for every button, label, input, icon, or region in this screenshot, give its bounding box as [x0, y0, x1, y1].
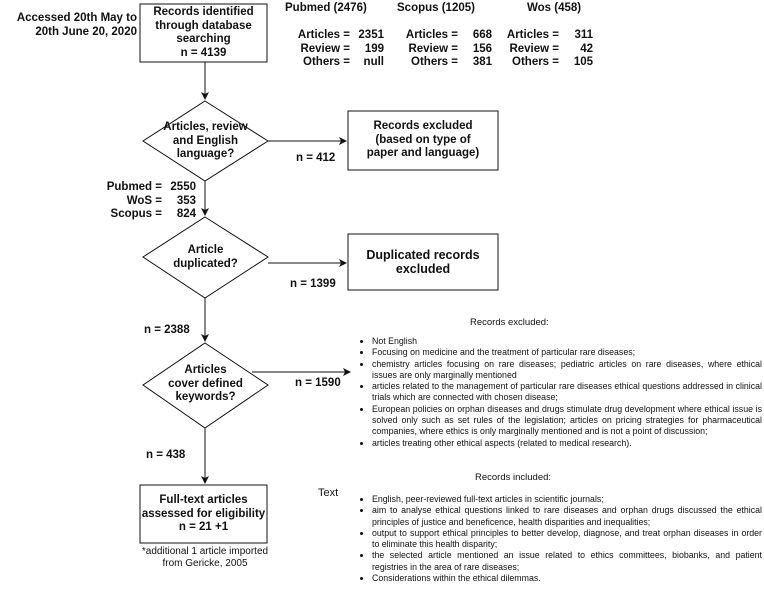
list-item: Not English [372, 336, 762, 347]
n-duplicates: n = 1399 [290, 278, 336, 290]
list-item: Focusing on medicine and the treatment o… [372, 347, 762, 358]
list-item: the selected article mentioned an issue … [372, 550, 762, 573]
n-after-dedup: n = 2388 [144, 324, 190, 336]
n-excluded1: n = 412 [296, 152, 336, 164]
db-wos-title: Wos (458) [527, 2, 582, 14]
text-label: Text [318, 487, 339, 499]
list-item: European policies on orphan diseases and… [372, 404, 762, 438]
list-item: chemistry articles focusing on rare dise… [372, 359, 762, 382]
identified-box [139, 3, 268, 63]
included-heading: Records included: [475, 472, 552, 483]
list-item: aim to analyse ethical questions linked … [372, 505, 762, 528]
list-item: English, peer-reviewed full-text article… [372, 494, 762, 505]
db-pubmed-title: Pubmed (2476) [285, 2, 367, 14]
excluded-heading: Records excluded: [470, 317, 549, 328]
excluded1-box [347, 110, 499, 171]
list-item: articles treating other ethical aspects … [372, 438, 762, 449]
db-scopus-title: Scopus (1205) [397, 2, 475, 14]
list-item: Considerations within the ethical dilemm… [372, 573, 762, 584]
n-keyword-excluded: n = 1590 [295, 377, 341, 389]
final-box [139, 484, 268, 544]
excluded2-box [347, 233, 499, 291]
db-wos-stats: Articles =311 Review =42 Others =105 [506, 29, 593, 68]
included-list: English, peer-reviewed full-text article… [358, 494, 762, 584]
list-item: articles related to the management of pa… [372, 381, 762, 404]
excluded-list: Not English Focusing on medicine and the… [358, 336, 762, 449]
db-pubmed-stats: Articles =2351 Review =199 Others =null [297, 29, 384, 68]
list-item: output to support ethical principles to … [372, 528, 762, 551]
after-screening-counts: Pubmed =2550 WoS =353 Scopus =824 [106, 181, 196, 220]
db-scopus-stats: Articles =668 Review =156 Others =381 [405, 29, 492, 68]
n-included: n = 438 [146, 449, 186, 461]
